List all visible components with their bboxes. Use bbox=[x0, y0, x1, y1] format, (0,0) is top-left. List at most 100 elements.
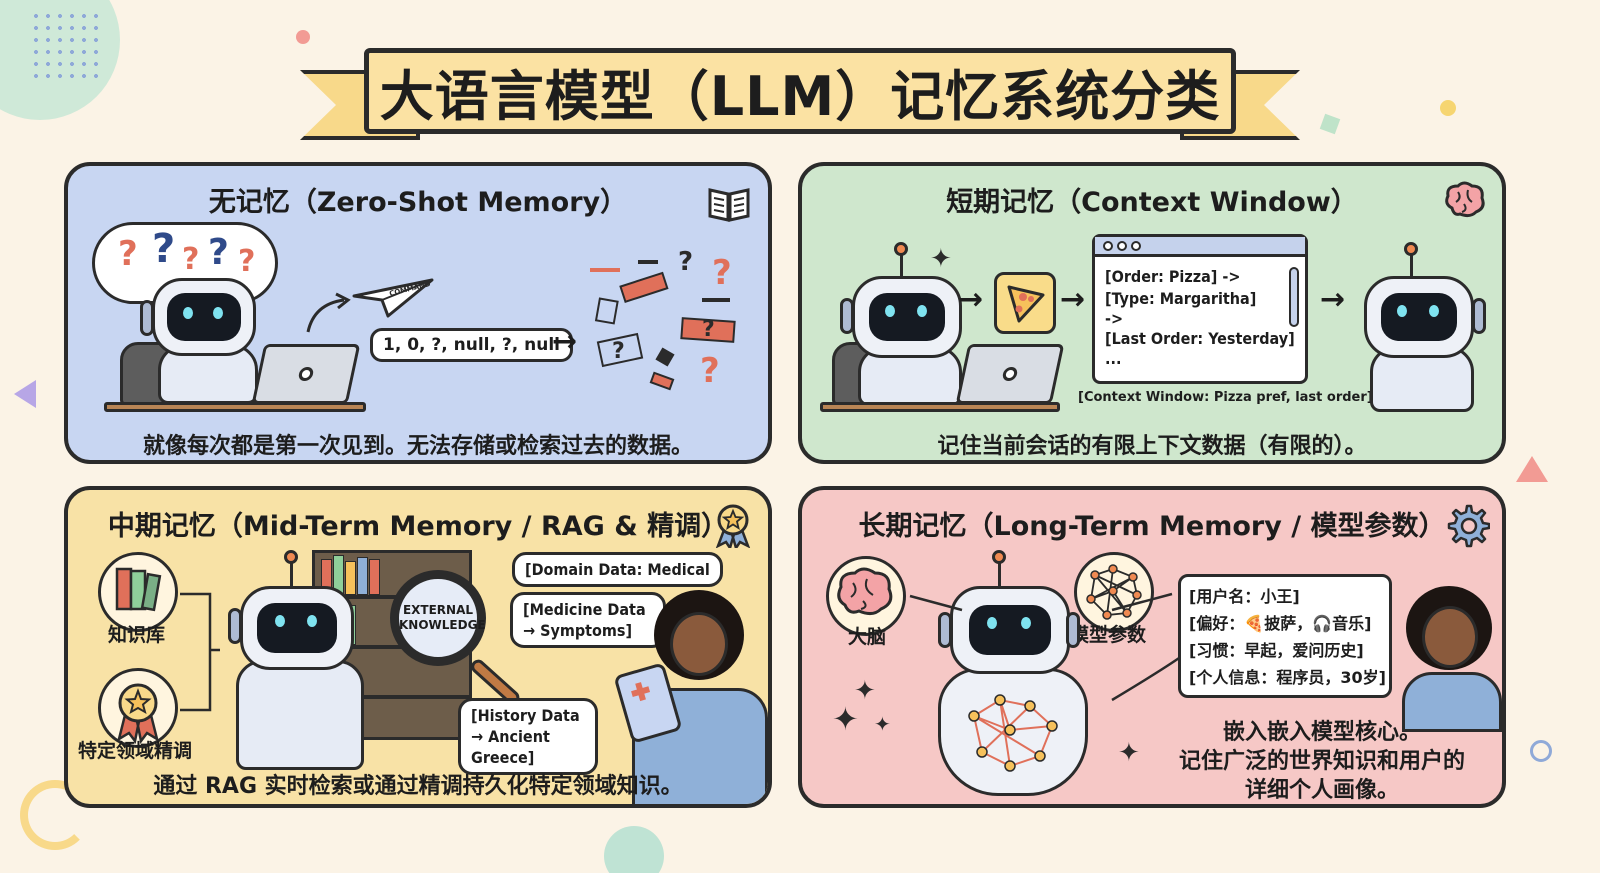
input-sequence: 1, 0, ?, null, ?, null bbox=[370, 328, 573, 362]
decor-dot-yellow bbox=[1440, 100, 1456, 116]
question-mark-icon: ? bbox=[182, 242, 200, 277]
desk bbox=[820, 402, 1060, 412]
brain-label: 大脑 bbox=[848, 626, 887, 648]
decor-circle-bottomleft bbox=[20, 780, 90, 850]
robot-happy bbox=[838, 242, 988, 412]
svg-text:?: ? bbox=[700, 351, 720, 391]
window-titlebar bbox=[1095, 237, 1305, 257]
sparkle-icon: ✦ bbox=[874, 712, 891, 736]
scrollbar bbox=[1289, 267, 1299, 327]
context-line: [Last Order: Yesterday] bbox=[1105, 329, 1295, 348]
profile-line: [偏好：🍕披萨，🎧音乐] bbox=[1189, 614, 1372, 633]
magnifying-glass-icon: EXTERNAL KNOWLEDGE bbox=[390, 570, 486, 666]
context-window: [Order: Pizza] -> [Type: Margaritha] -> … bbox=[1092, 234, 1308, 384]
laptop bbox=[955, 344, 1065, 404]
question-mark-icon: ? bbox=[208, 232, 229, 273]
caption-line: 嵌入嵌入模型核心。 bbox=[1222, 720, 1421, 745]
panel-caption: 记住当前会话的有限上下文数据（有限的）。 bbox=[937, 434, 1367, 459]
pizza-icon bbox=[994, 272, 1056, 334]
question-mark-icon: ? bbox=[118, 234, 138, 274]
panel-caption: 通过 RAG 实时检索或通过精调持久化特定领域知识。 bbox=[153, 774, 683, 799]
person-with-tablet bbox=[613, 590, 768, 804]
panel-title: 短期记忆（Context Window） bbox=[946, 187, 1358, 218]
decor-dot-pink bbox=[296, 30, 310, 44]
arrow-right-icon: → bbox=[552, 324, 578, 359]
caption-line: 记住广泛的世界知识和用户的 bbox=[1178, 749, 1465, 774]
decor-dot-grid bbox=[30, 10, 100, 80]
title-ribbon: 大语言模型（LLM）记忆系统分类 bbox=[300, 40, 1300, 150]
sparkle-icon: ✦ bbox=[930, 244, 952, 274]
panel-short-term-memory: 短期记忆（Context Window） ✦ → → [Order: Pizza… bbox=[798, 162, 1506, 464]
svg-text:?: ? bbox=[678, 250, 693, 277]
speech-bubble-domain: [Domain Data: Medical bbox=[512, 552, 723, 587]
panel-caption: 嵌入嵌入模型核心。 记住广泛的世界知识和用户的 详细个人画像。 bbox=[1162, 718, 1482, 804]
ribbon-banner: 大语言模型（LLM）记忆系统分类 bbox=[364, 48, 1236, 134]
robot-neural bbox=[920, 550, 1110, 800]
panel-title: 无记忆（Zero-Shot Memory） bbox=[208, 187, 628, 218]
model-params-circle bbox=[1074, 552, 1154, 632]
gear-icon bbox=[1447, 504, 1490, 548]
decor-triangle-purple bbox=[14, 380, 36, 408]
panel-caption: 就像每次都是第一次见到。无法存储或检索过去的数据。 bbox=[142, 434, 693, 459]
decor-circle-bottom bbox=[604, 826, 664, 873]
fragmented-data-icon: ? ? ? ? ? bbox=[590, 250, 736, 391]
desk bbox=[104, 402, 366, 412]
books-icon bbox=[115, 567, 162, 612]
arrow-right-icon: → bbox=[958, 282, 984, 317]
caption-line: 详细个人画像。 bbox=[1244, 778, 1399, 803]
context-window-label: [Context Window: Pizza pref, last order] bbox=[1078, 390, 1373, 405]
panel-mid-term-memory: 中期记忆（Mid-Term Memory / RAG & 精调） 知识库 特定领… bbox=[64, 486, 772, 808]
sparkle-icon: ✦ bbox=[1118, 738, 1140, 768]
connector-lines bbox=[180, 592, 220, 712]
neural-network-icon bbox=[968, 694, 1058, 772]
fine-tune-label: 特定领域精调 bbox=[78, 740, 193, 762]
connector-lines bbox=[909, 592, 1182, 702]
robot-smiling bbox=[1348, 242, 1498, 412]
svg-text:?: ? bbox=[702, 317, 715, 342]
person-avatar bbox=[1402, 586, 1502, 732]
context-line: [Order: Pizza] -> bbox=[1105, 267, 1241, 286]
decor-triangle-pink bbox=[1516, 456, 1548, 482]
panel-zero-shot-memory: 无记忆（Zero-Shot Memory） ? ? ? ? ? COMMAND … bbox=[64, 162, 772, 464]
speech-bubble-medicine: [Medicine Data → Symptoms] bbox=[510, 592, 666, 648]
user-profile-card: [用户名：小王] [偏好：🍕披萨，🎧音乐] [习惯：早起，爱问历史] [个人信息… bbox=[1178, 574, 1392, 698]
panel-title: 长期记忆（Long-Term Memory / 模型参数） bbox=[858, 511, 1446, 542]
page-title: 大语言模型（LLM）记忆系统分类 bbox=[379, 64, 1221, 128]
sparkle-icon: ✦ bbox=[854, 676, 876, 706]
fine-tune-circle bbox=[98, 668, 178, 748]
robot-sad bbox=[138, 278, 288, 408]
svg-text:?: ? bbox=[712, 253, 732, 293]
svg-text:?: ? bbox=[612, 339, 625, 364]
knowledge-base-label: 知识库 bbox=[108, 624, 166, 646]
question-mark-icon: ? bbox=[152, 226, 176, 272]
decor-ring-right bbox=[1530, 740, 1552, 762]
arrow-right-icon: → bbox=[1060, 282, 1086, 317]
award-badge-icon bbox=[715, 504, 751, 548]
arrow-right-icon: → bbox=[1320, 282, 1346, 317]
sparkle-icon: ✦ bbox=[832, 700, 859, 738]
medical-tablet-icon bbox=[613, 662, 683, 744]
paper-plane-icon: COMMAND bbox=[352, 278, 434, 318]
panel-long-term-memory: 长期记忆（Long-Term Memory / 模型参数） 大脑 模型参数 bbox=[798, 486, 1506, 808]
decor-square-green bbox=[1319, 113, 1341, 135]
robot-thinking bbox=[226, 550, 396, 770]
model-params-label: 模型参数 bbox=[1070, 624, 1147, 646]
speech-bubble-history: [History Data → Ancient Greece] bbox=[458, 698, 598, 775]
profile-line: [习惯：早起，爱问历史] bbox=[1189, 641, 1364, 660]
book-icon bbox=[708, 188, 750, 222]
profile-line: [个人信息：程序员，30岁] bbox=[1189, 668, 1386, 687]
question-mark-icon: ? bbox=[238, 244, 256, 279]
knowledge-base-circle bbox=[98, 552, 178, 632]
context-line: -> bbox=[1105, 309, 1124, 328]
context-line: [Type: Margaritha] bbox=[1105, 289, 1257, 308]
medal-icon bbox=[117, 683, 159, 744]
brain-icon bbox=[1445, 181, 1485, 218]
magnifier-label: EXTERNAL KNOWLEDGE bbox=[399, 603, 486, 632]
brain-circle bbox=[826, 556, 906, 636]
laptop bbox=[251, 344, 361, 404]
curved-arrow-icon bbox=[306, 292, 351, 333]
panel-title: 中期记忆（Mid-Term Memory / RAG & 精调） bbox=[107, 511, 729, 542]
profile-line: [用户名：小王] bbox=[1189, 587, 1300, 606]
context-line: ... bbox=[1105, 349, 1122, 368]
brain-icon bbox=[837, 567, 893, 616]
